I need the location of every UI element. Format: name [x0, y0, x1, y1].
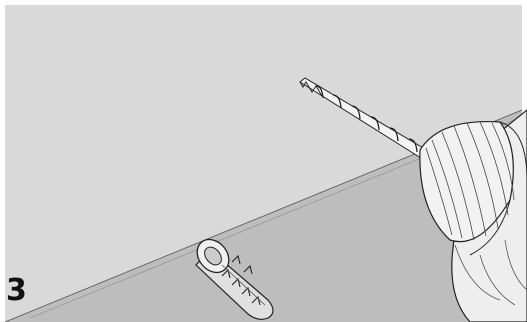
power-drill	[419, 109, 527, 322]
wall-anchor	[195, 238, 274, 320]
wall	[5, 5, 522, 322]
step-number: 3	[6, 273, 27, 308]
drill-bit	[299, 77, 431, 161]
